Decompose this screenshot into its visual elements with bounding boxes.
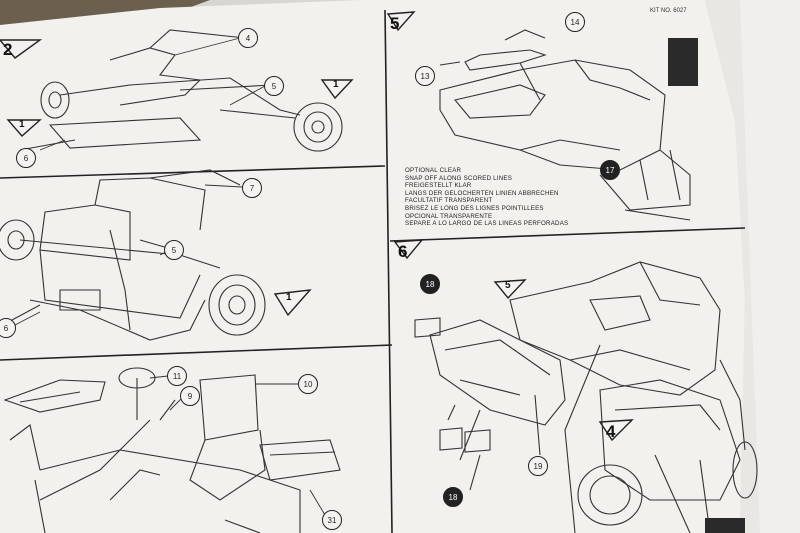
paper <box>0 0 745 533</box>
step-number: 5 <box>390 14 400 33</box>
part-callout: 9 <box>180 386 200 406</box>
brand-label-block <box>668 38 698 86</box>
step-ref-label: 5 <box>505 280 511 291</box>
step-number: 4 <box>606 422 616 441</box>
step-number: 6 <box>398 242 408 261</box>
part-callout: 6 <box>0 318 16 338</box>
part-callout: 17 <box>600 160 620 180</box>
note-line: OPCIONAL TRANSPARENTE <box>405 212 493 220</box>
step-ref-triangle-markers <box>0 11 634 442</box>
part-callout: 10 <box>298 374 318 394</box>
part-callout: 14 <box>565 12 585 32</box>
part-callout: 11 <box>167 366 187 386</box>
part-callout: 18 <box>443 487 463 507</box>
step-ref-label: 1 <box>286 292 292 303</box>
bottom-left-interior <box>3 367 341 533</box>
part-callout: 18 <box>420 274 440 294</box>
part-callout: 5 <box>264 76 284 96</box>
step-ref-label: 1 <box>333 79 339 90</box>
note-line: BRISEZ LE LONG DES LIGNES POINTILLEES <box>405 204 544 212</box>
step6-car-body <box>414 261 758 533</box>
part-callout: 5 <box>164 240 184 260</box>
note-line: FACULTATIF TRANSPARENT <box>405 197 493 205</box>
part-callout: 13 <box>415 66 435 86</box>
part-callout: 19 <box>528 456 548 476</box>
part-callout: 4 <box>238 28 258 48</box>
part-callout: 7 <box>242 178 262 198</box>
plastic-bag-sheen <box>740 0 800 533</box>
note-line: SNAP OFF ALONG SCORED LINES <box>405 174 513 182</box>
kit-number-label: KIT NO. 6027 <box>650 8 687 14</box>
note-line: LANGS DER GELOCHERTEN LINIEN ABBRECHEN <box>405 189 559 197</box>
optional-clear-notes: OPTIONAL CLEAR SNAP OFF ALONG SCORED LIN… <box>405 167 568 228</box>
part-callout: 31 <box>322 510 342 530</box>
step5-car-body <box>439 29 691 221</box>
part-callout: 6 <box>16 148 36 168</box>
note-line: FREIGESTELLT KLAR <box>405 182 472 190</box>
note-line: SEPARE A LO LARGO DE LAS LINEAS PERFORAD… <box>405 220 569 228</box>
step-number: 2 <box>3 40 13 59</box>
step-ref-label: 1 <box>19 119 25 130</box>
note-line: OPTIONAL CLEAR <box>405 167 462 174</box>
